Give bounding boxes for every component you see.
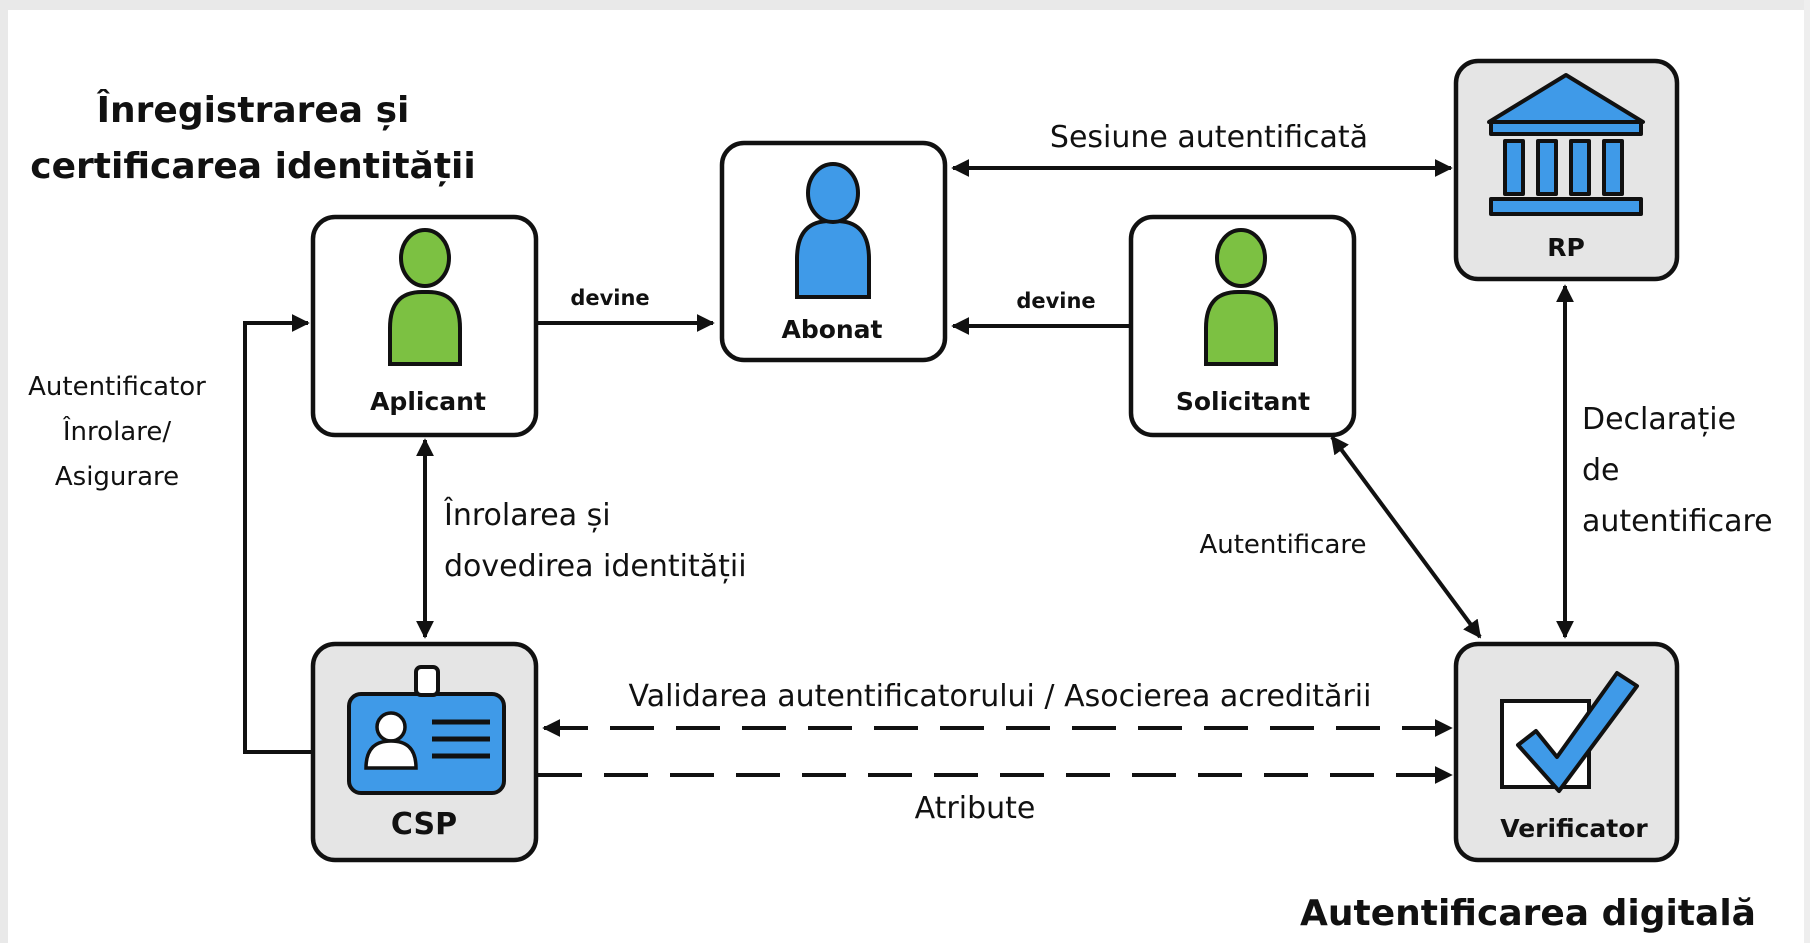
enrollment-label-line-2: dovedirea identității [444,549,747,584]
bank-icon [1487,73,1645,216]
digital-auth-heading: Autentificarea digitală [1300,893,1756,934]
csp-label: CSP [391,807,457,842]
assertion-label-line-1: Declarație [1582,402,1736,437]
attributes-label: Atribute [915,791,1036,826]
subscriber-label: Abonat [781,315,882,344]
checkmark-icon [1500,671,1639,793]
verifier-node: Verificator [1453,641,1680,863]
subscriber-node: Abonat [719,140,948,363]
identity-heading-line-2: certificarea identității [30,146,475,187]
authentication-label: Autentificare [1199,530,1366,560]
assertion-label-line-3: autentificare [1582,504,1773,539]
frame-right-border [1804,0,1810,943]
session-label: Sesiune autentificată [1050,120,1368,155]
authenticator-enrollment-label-line-2: Înrolare/ [62,415,171,447]
authenticator-enrollment-label-line-1: Autentificator [28,372,206,402]
id-card-icon [347,665,506,795]
frame-top-border [0,0,1810,10]
verifier-label: Verificator [1500,814,1648,843]
subscriber-person-icon [795,162,871,299]
rp-node: RP [1453,58,1680,282]
enrollment-label-line-1: Înrolarea și [443,497,611,533]
claimant-node: Solicitant [1128,214,1357,438]
authenticator-enrollment-arrow [243,314,313,754]
applicant-label: Aplicant [370,387,486,416]
edges [243,159,1574,784]
becomes-label-right: devine [1016,289,1095,313]
rp-label: RP [1547,233,1585,262]
claimant-label: Solicitant [1176,387,1310,416]
applicant-person-icon [388,228,462,366]
csp-node: CSP [310,641,539,863]
validation-label: Validarea autentificatorului / Asocierea… [629,679,1372,714]
becomes-label-left: devine [570,286,649,310]
assertion-label-line-2: de [1582,453,1620,488]
claimant-person-icon [1204,228,1278,366]
applicant-node: Aplicant [310,214,539,438]
identity-heading-line-1: Înregistrarea și [97,89,410,131]
authenticator-enrollment-label-line-3: Asigurare [55,462,179,492]
frame-left-border [0,0,8,943]
authentication-arrow [1330,435,1482,639]
